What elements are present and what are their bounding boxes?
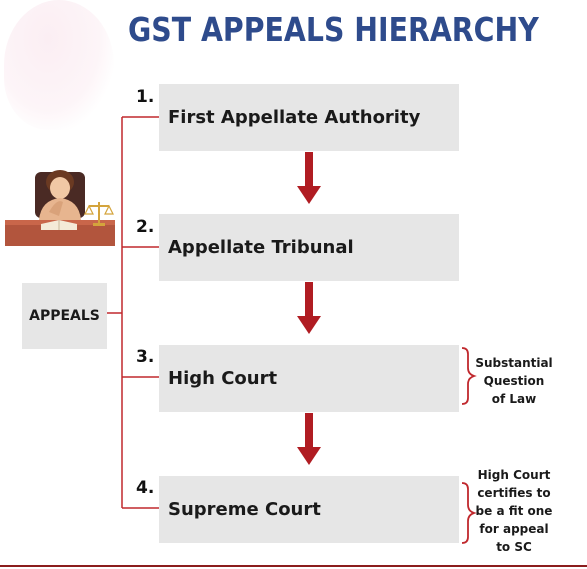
arrow-3-to-4 [297, 413, 321, 465]
arrow-1-to-2 [297, 152, 321, 204]
level-1-label: First Appellate Authority [168, 107, 421, 128]
arrow-2-to-3 [297, 282, 321, 334]
level-3-number: 3. [136, 347, 155, 367]
level-box-appellate-tribunal: Appellate Tribunal [159, 214, 459, 281]
judge-illustration [5, 170, 115, 246]
bottom-rule [0, 565, 587, 567]
level-4-number: 4. [136, 478, 155, 498]
level-box-supreme-court: Supreme Court [159, 476, 459, 543]
supreme-court-note-line: certifies to [477, 486, 551, 500]
supreme-court-note-line: to SC [496, 540, 532, 554]
level-box-high-court: High Court [159, 345, 459, 412]
high-court-note-line: Question [483, 374, 545, 388]
supreme-court-note-line: for appeal [479, 522, 549, 536]
level-3-label: High Court [168, 368, 278, 389]
brace-high-court [461, 347, 477, 405]
high-court-note: Substantial Question of Law [474, 354, 554, 408]
appeals-label: APPEALS [29, 308, 100, 324]
level-2-number: 2. [136, 217, 155, 237]
supreme-court-note: High Court certifies to be a fit one for… [474, 466, 554, 556]
supreme-court-note-line: High Court [477, 468, 551, 482]
level-1-number: 1. [136, 87, 155, 107]
level-4-label: Supreme Court [168, 499, 321, 520]
high-court-note-line: Substantial [475, 356, 553, 370]
brace-supreme-court [461, 482, 477, 544]
level-box-first-appellate-authority: First Appellate Authority [159, 84, 459, 151]
level-2-label: Appellate Tribunal [168, 237, 354, 258]
high-court-note-line: of Law [491, 392, 537, 406]
appeals-box: APPEALS [22, 283, 107, 349]
supreme-court-note-line: be a fit one [475, 504, 553, 518]
decorative-blob [4, 0, 114, 130]
page-title: GST APPEALS HIERARCHY [128, 10, 539, 49]
